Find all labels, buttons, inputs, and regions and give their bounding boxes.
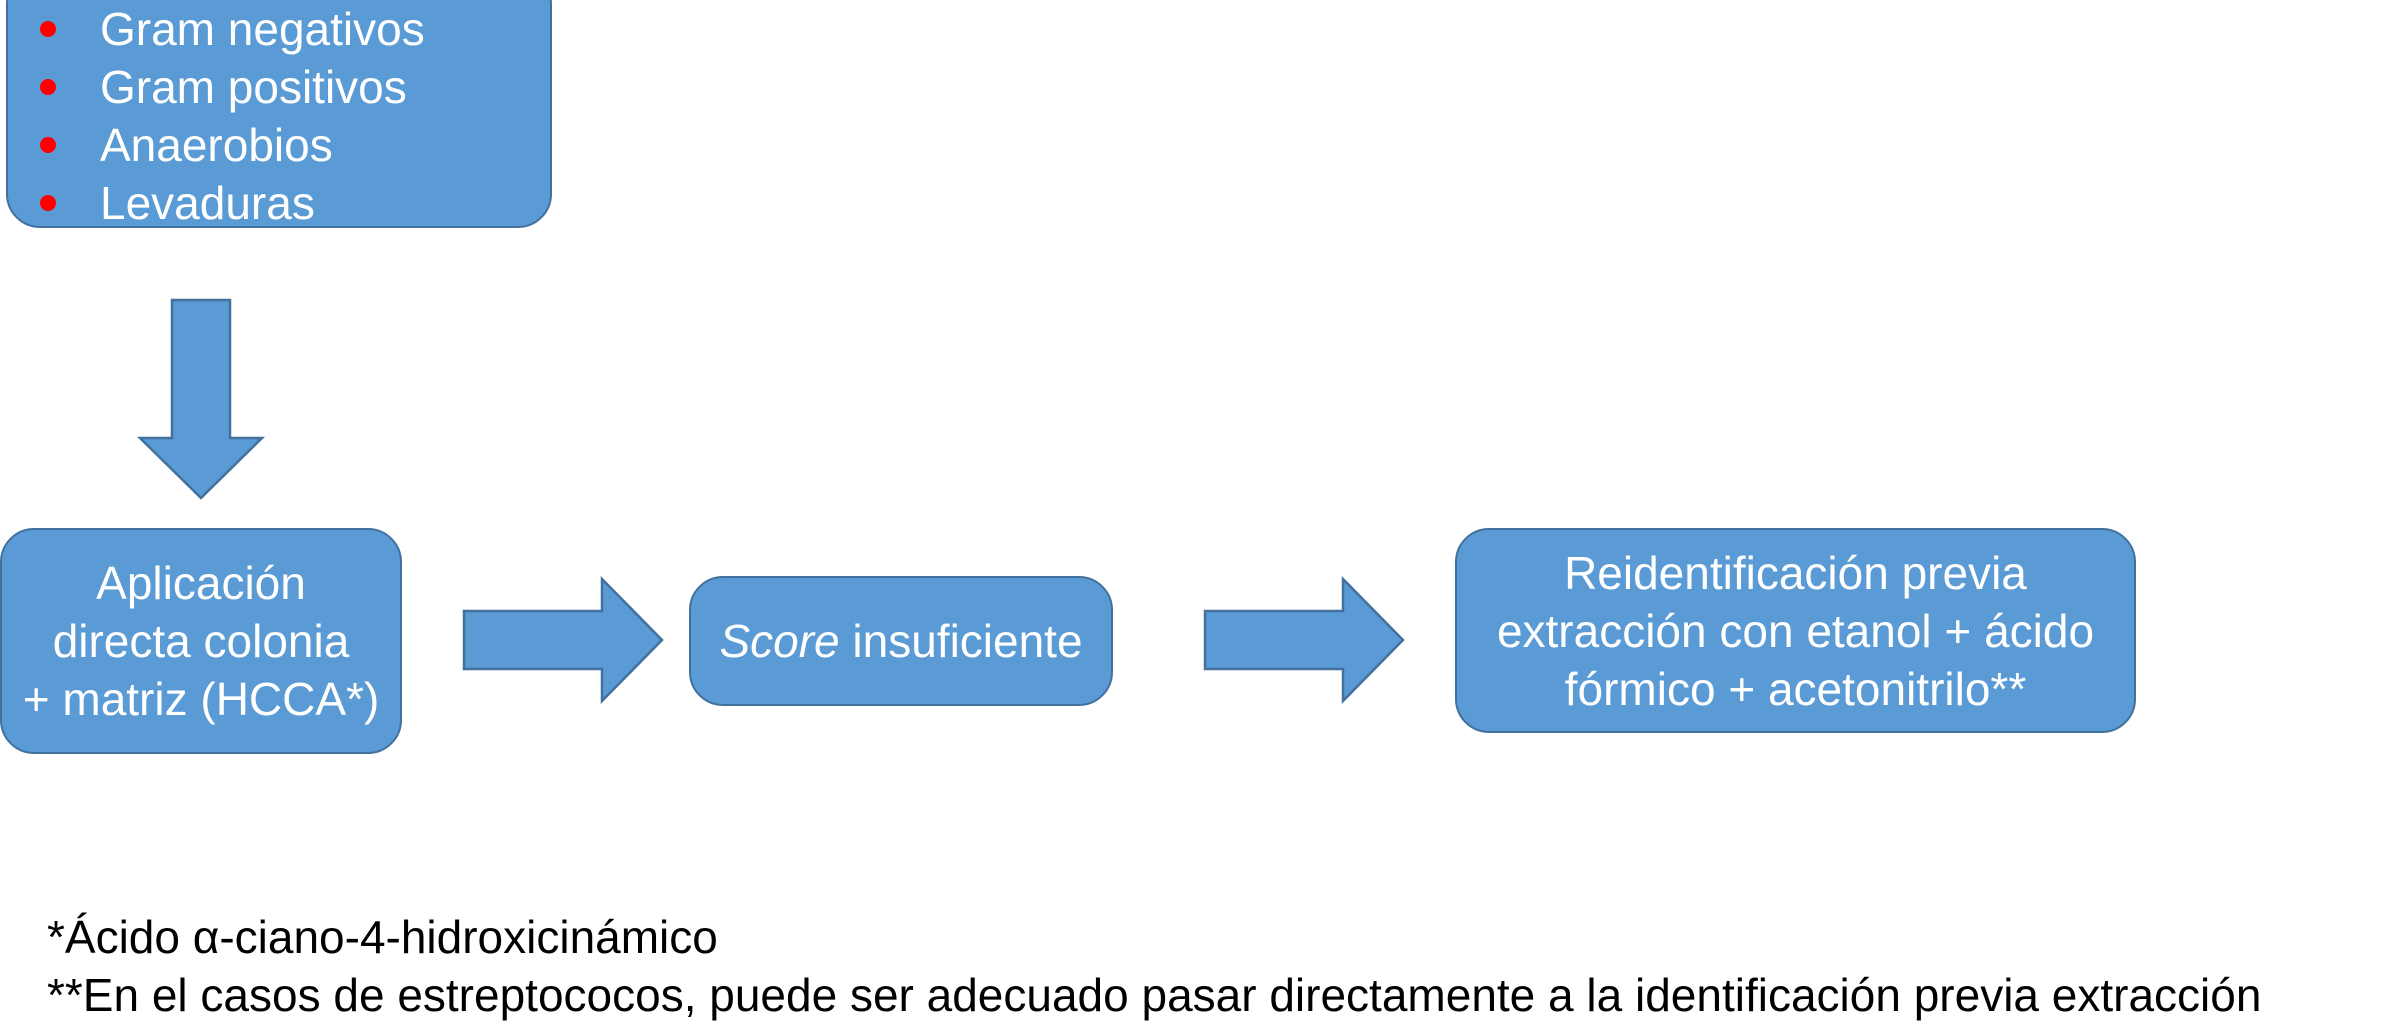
bullet-icon [40,79,56,95]
list-item: Anaerobios [8,116,425,174]
score-rest-text: insuficiente [839,615,1083,667]
organism-label: Levaduras [100,177,315,229]
score-text: Score insuficiente [719,612,1082,670]
organism-label: Anaerobios [100,119,333,171]
bullet-icon [40,195,56,211]
bullet-icon [40,21,56,37]
reidentification-line: fórmico + acetonitrilo** [1564,662,2027,715]
reidentification-line: Reidentificación previa [1564,546,2027,599]
footnote-hcca: *Ácido α-ciano-4-hidroxicinámico [47,911,718,963]
list-item: Gram positivos [8,58,425,116]
application-line: directa colonia [52,615,350,667]
application-text: Aplicación directa colonia + matriz (HCC… [23,554,380,728]
list-item: Levaduras [8,174,425,232]
reidentification-text: Reidentificación previa extracción con e… [1497,544,2094,718]
reidentification-box: Reidentificación previa extracción con e… [1455,528,2136,733]
right-arrow-icon [1203,575,1405,705]
application-box: Aplicación directa colonia + matriz (HCC… [0,528,402,754]
application-line: Aplicación [96,557,306,609]
footnote-streptococci: **En el casos de estreptococos, puede se… [47,969,2262,1021]
right-arrow-icon [462,575,664,705]
organisms-box: Gram negativos Gram positivos Anaerobios… [6,0,552,229]
reidentification-line: extracción con etanol + ácido [1496,604,2095,657]
footnotes: *Ácido α-ciano-4-hidroxicinámico **En el… [47,908,2261,1024]
application-line: + matriz (HCCA*) [22,673,380,725]
score-box: Score insuficiente [689,576,1113,706]
list-item: Gram negativos [8,0,425,58]
score-italic-word: Score [719,615,840,667]
organisms-list: Gram negativos Gram positivos Anaerobios… [8,0,425,232]
bullet-icon [40,137,56,153]
organism-label: Gram positivos [100,61,407,113]
organism-label: Gram negativos [100,3,425,55]
down-arrow-icon [136,298,266,500]
